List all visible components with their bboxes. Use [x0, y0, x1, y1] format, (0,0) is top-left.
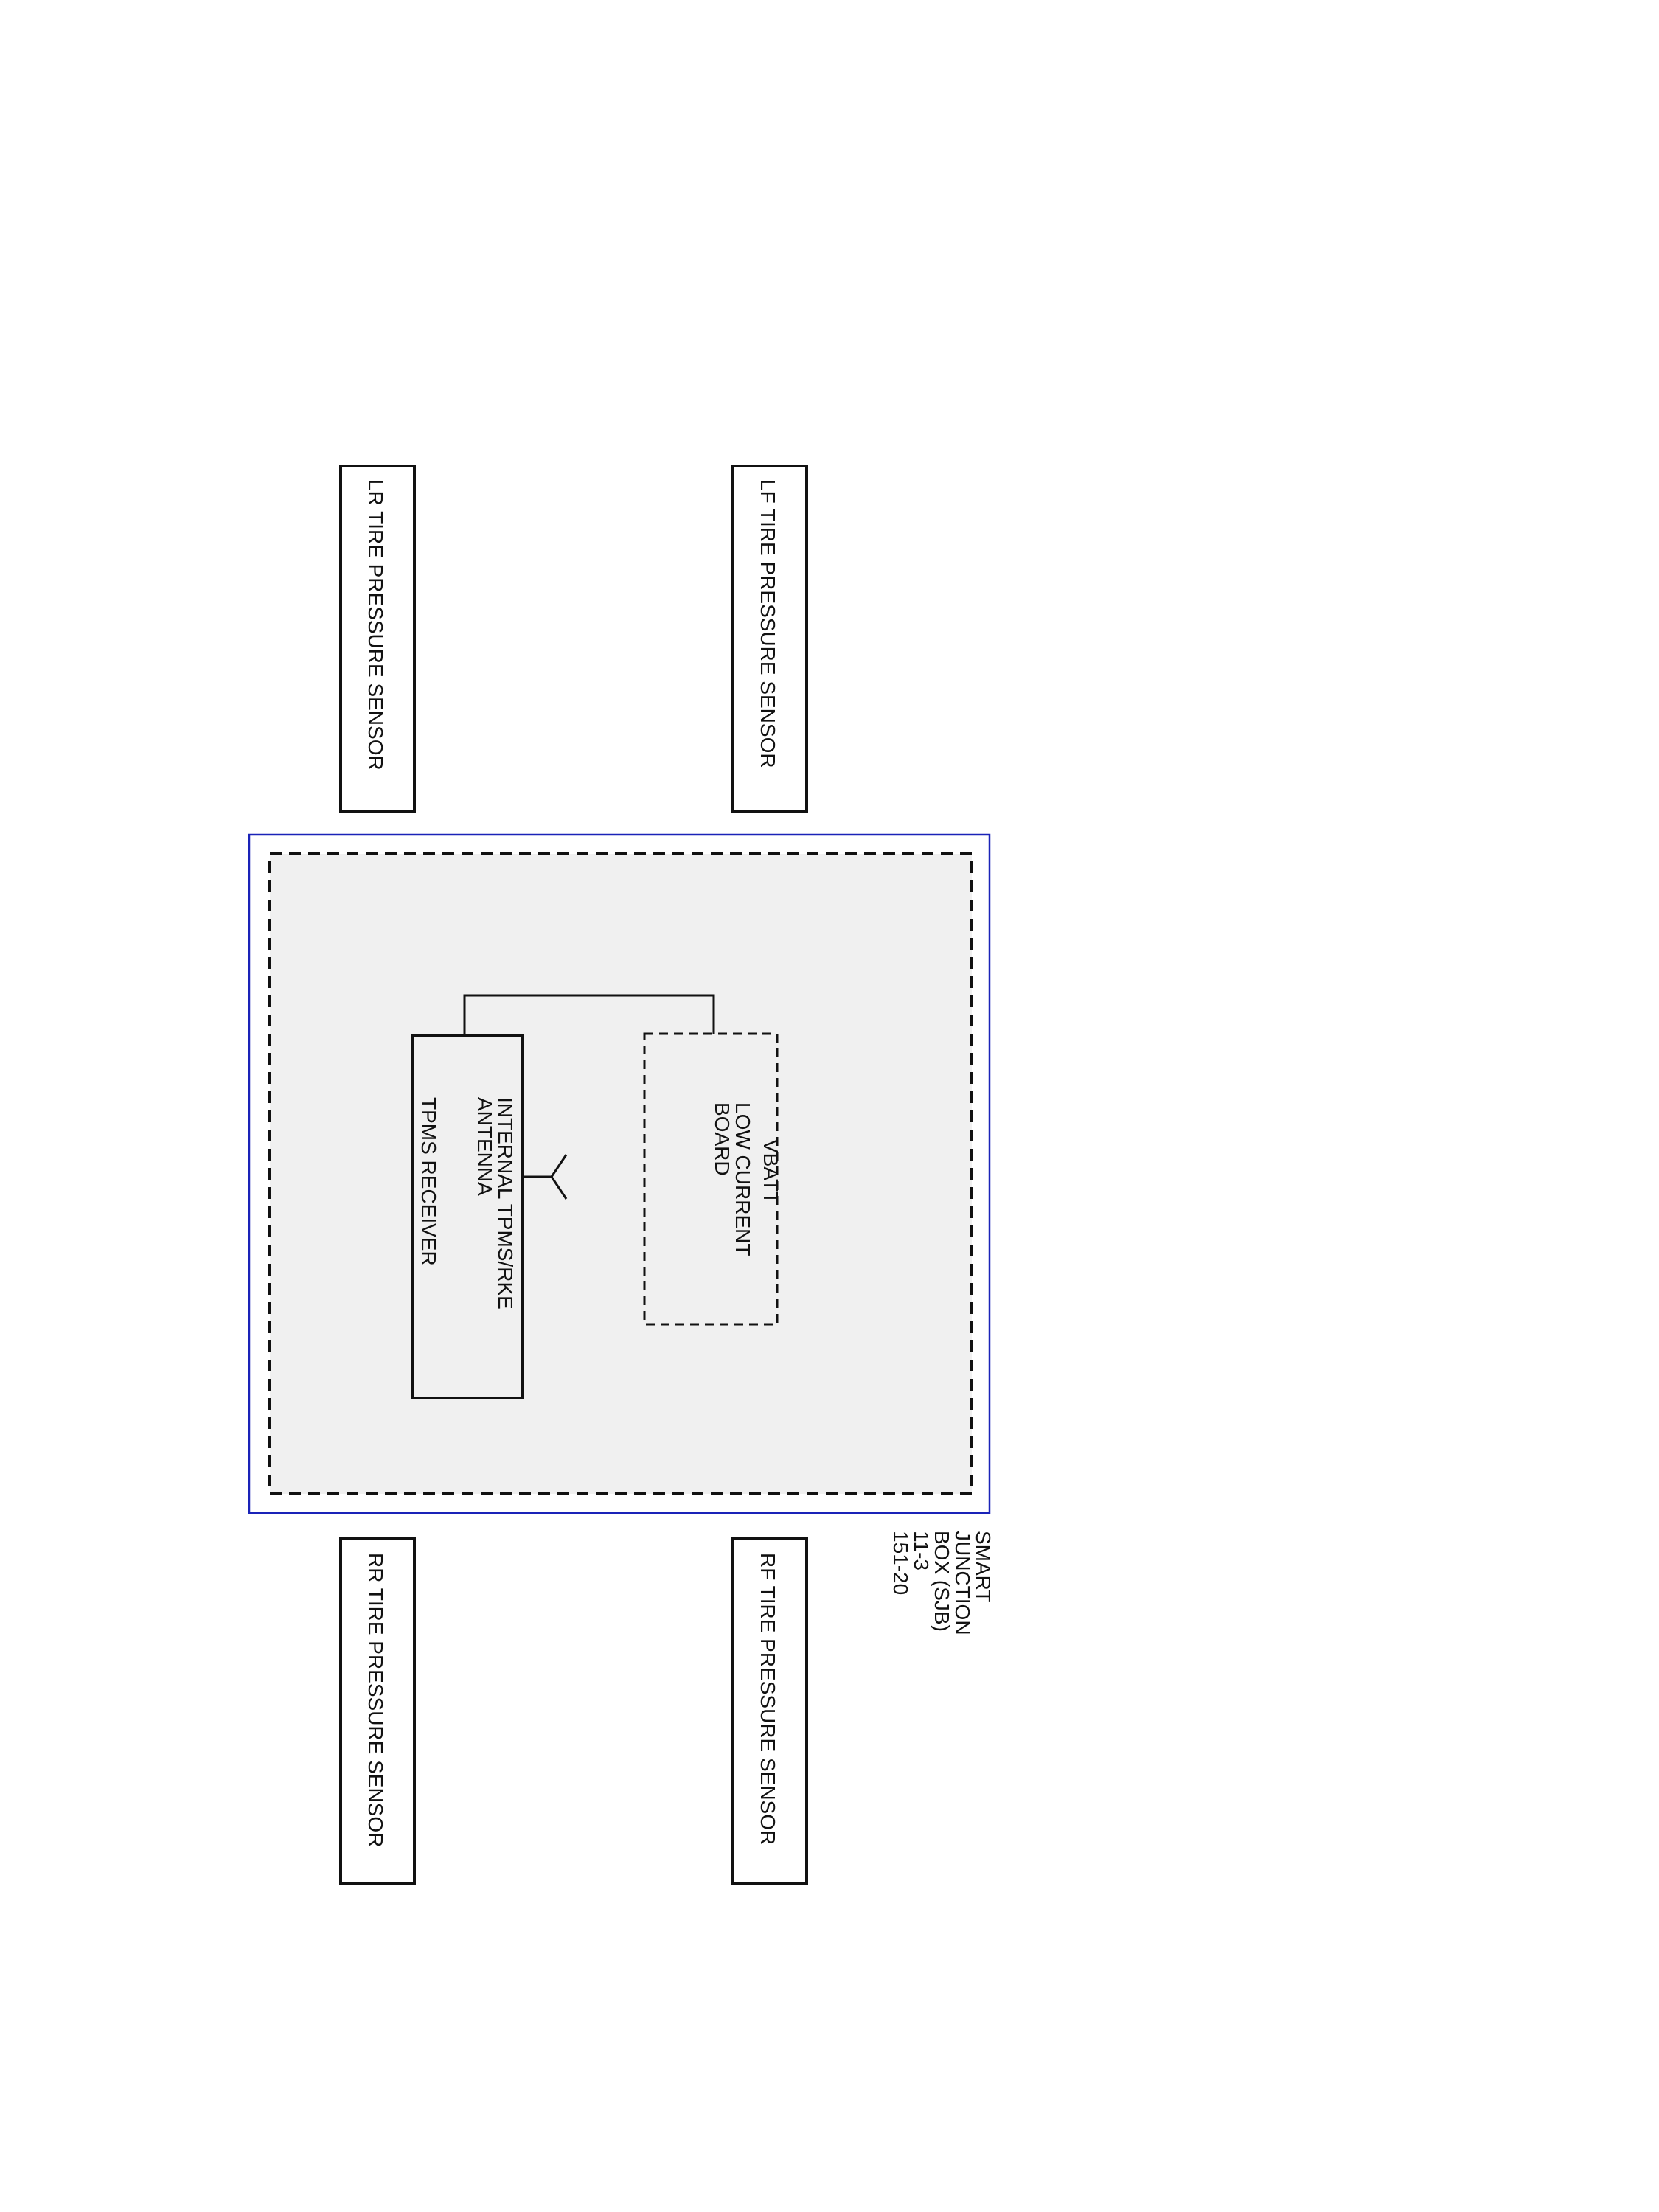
tpms-receiver-box	[411, 1034, 524, 1399]
rr-sensor: RR TIRE PRESSURE SENSOR	[339, 1537, 416, 1885]
rf-sensor: RF TIRE PRESSURE SENSOR	[731, 1537, 808, 1885]
vbatt-label-line-4: BOARD	[711, 1102, 734, 1176]
receiver-label-line-1: INTERNAL TPMS/RKE	[494, 1097, 517, 1310]
rf-sensor-label: RF TIRE PRESSURE SENSOR	[757, 1553, 779, 1845]
lf-sensor-label: LF TIRE PRESSURE SENSOR	[757, 479, 779, 768]
tpms-receiver-label: INTERNAL TPMS/RKE ANTENNA TPMS RECEIVER	[417, 1097, 517, 1310]
sjb-label-line-1: SMART	[972, 1531, 995, 1603]
vbatt-board-box	[643, 1032, 779, 1326]
sjb-label: SMART JUNCTION BOX (SJB) 11-3 151-20	[889, 1531, 995, 1635]
vbatt-board-label: VBATT LOW CURRENT BOARD	[711, 1102, 782, 1256]
vbatt-low-current-board: VBATT LOW CURRENT BOARD	[643, 1032, 782, 1326]
lr-sensor-box	[339, 465, 416, 813]
sjb-label-line-2: JUNCTION	[951, 1531, 974, 1635]
lf-sensor: LF TIRE PRESSURE SENSOR	[731, 465, 808, 813]
antenna-icon	[522, 1154, 568, 1200]
lr-sensor-label: LR TIRE PRESSURE SENSOR	[364, 479, 387, 771]
sjb-label-line-3: BOX (SJB)	[931, 1531, 953, 1632]
vbatt-label-line-1: VBATT	[759, 1139, 782, 1204]
smart-junction-box	[248, 833, 991, 1514]
lf-sensor-box	[731, 465, 808, 813]
receiver-label-line-2: ANTENNA	[473, 1097, 496, 1196]
lr-sensor: LR TIRE PRESSURE SENSOR	[339, 465, 416, 813]
receiver-label-line-4: TPMS RECEIVER	[417, 1097, 440, 1266]
sjb-inner-dashed	[268, 852, 973, 1495]
rr-sensor-label: RR TIRE PRESSURE SENSOR	[364, 1553, 387, 1847]
rf-sensor-box	[731, 1537, 808, 1885]
connection-wire	[463, 994, 715, 1035]
rr-sensor-box	[339, 1537, 416, 1885]
tpms-receiver: INTERNAL TPMS/RKE ANTENNA TPMS RECEIVER	[411, 1034, 524, 1399]
vbatt-label-line-3: LOW CURRENT	[731, 1102, 754, 1256]
sjb-label-line-4: 11-3	[910, 1531, 933, 1571]
sjb-label-line-5: 151-20	[889, 1531, 912, 1595]
